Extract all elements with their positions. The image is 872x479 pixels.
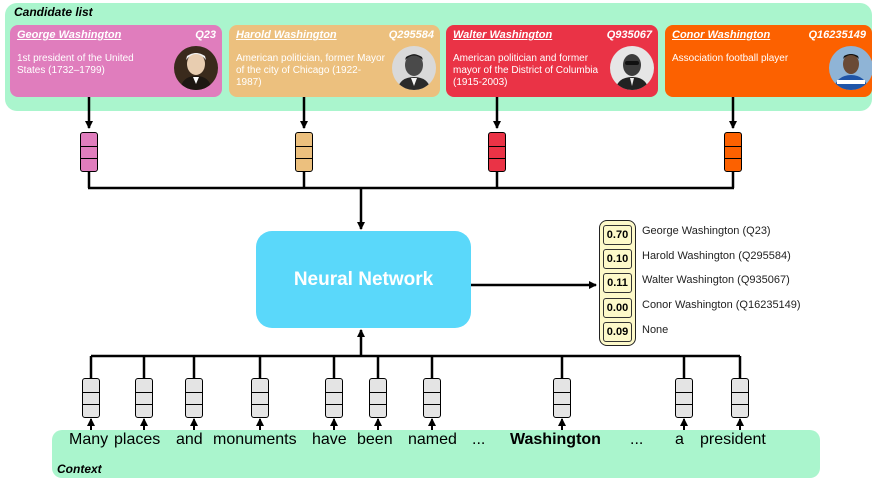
context-embedding-icon xyxy=(135,378,153,418)
candidate-embedding-icon xyxy=(295,132,313,172)
context-word: places xyxy=(114,431,161,448)
score-cell: 0.11 xyxy=(603,273,632,293)
context-embedding-icon xyxy=(369,378,387,418)
neural-network-box: Neural Network xyxy=(256,231,471,328)
portrait-conor-icon xyxy=(829,46,872,90)
context-panel xyxy=(52,430,820,478)
candidate-embedding-icon xyxy=(488,132,506,172)
context-word: monuments xyxy=(213,431,297,448)
context-embedding-icon xyxy=(553,378,571,418)
score-cell: 0.09 xyxy=(603,322,632,342)
candidate-description: 1st president of the United States (1732… xyxy=(17,53,134,76)
candidate-qid: Q935067 xyxy=(606,29,652,41)
context-embedding-icon xyxy=(423,378,441,418)
context-embedding-icon xyxy=(675,378,693,418)
portrait-harold-icon xyxy=(392,46,436,90)
context-word: have xyxy=(312,431,347,448)
candidate-description: American politician, former Mayor of the… xyxy=(236,53,385,88)
score-label: Walter Washington (Q935067) xyxy=(642,274,790,286)
context-word: a xyxy=(675,431,684,448)
score-label: Harold Washington (Q295584) xyxy=(642,250,791,262)
context-word: Many xyxy=(69,431,109,448)
portrait-george-icon xyxy=(174,46,218,90)
score-label: None xyxy=(642,324,669,336)
candidate-qid: Q16235149 xyxy=(808,29,867,41)
candidate-name: Conor Washington xyxy=(672,29,771,41)
candidate-name: Harold Washington xyxy=(236,29,337,41)
context-word: and xyxy=(176,431,203,448)
context-embedding-icon xyxy=(82,378,100,418)
score-cell: 0.70 xyxy=(603,225,632,245)
context-embedding-icon xyxy=(251,378,269,418)
context-embedding-icon xyxy=(325,378,343,418)
context-word: named xyxy=(408,431,457,448)
candidate-qid: Q23 xyxy=(195,29,216,41)
candidate-qid: Q295584 xyxy=(388,29,434,41)
context-word: president xyxy=(700,431,766,448)
candidate-card-harold: Harold Washington Q295584 American polit… xyxy=(229,25,440,97)
score-label: George Washington (Q23) xyxy=(642,225,771,237)
score-label: Conor Washington (Q16235149) xyxy=(642,299,801,311)
candidate-card-walter: Walter Washington Q935067 American polit… xyxy=(446,25,658,97)
candidate-embedding-icon xyxy=(724,132,742,172)
candidate-card-george: George Washington Q23 1st president of t… xyxy=(10,25,222,97)
candidate-description: American politician and former mayor of … xyxy=(453,53,599,88)
context-label: Context xyxy=(57,462,102,476)
candidate-list-label: Candidate list xyxy=(14,5,93,19)
score-cell: 0.00 xyxy=(603,298,632,318)
context-word: been xyxy=(357,431,393,448)
context-word-highlighted: Washington xyxy=(510,431,601,448)
portrait-walter-icon xyxy=(610,46,654,90)
candidate-name: Walter Washington xyxy=(453,29,553,41)
candidate-embedding-icon xyxy=(80,132,98,172)
candidate-card-conor: Conor Washington Q16235149 Association f… xyxy=(665,25,872,97)
candidate-name: George Washington xyxy=(17,29,122,41)
candidate-description: Association football player xyxy=(672,53,789,64)
context-embedding-icon xyxy=(731,378,749,418)
score-cell: 0.10 xyxy=(603,249,632,269)
context-embedding-icon xyxy=(185,378,203,418)
score-vector: 0.70 0.10 0.11 0.00 0.09 xyxy=(599,220,636,346)
context-word: ... xyxy=(472,431,486,448)
context-word: ... xyxy=(630,431,644,448)
